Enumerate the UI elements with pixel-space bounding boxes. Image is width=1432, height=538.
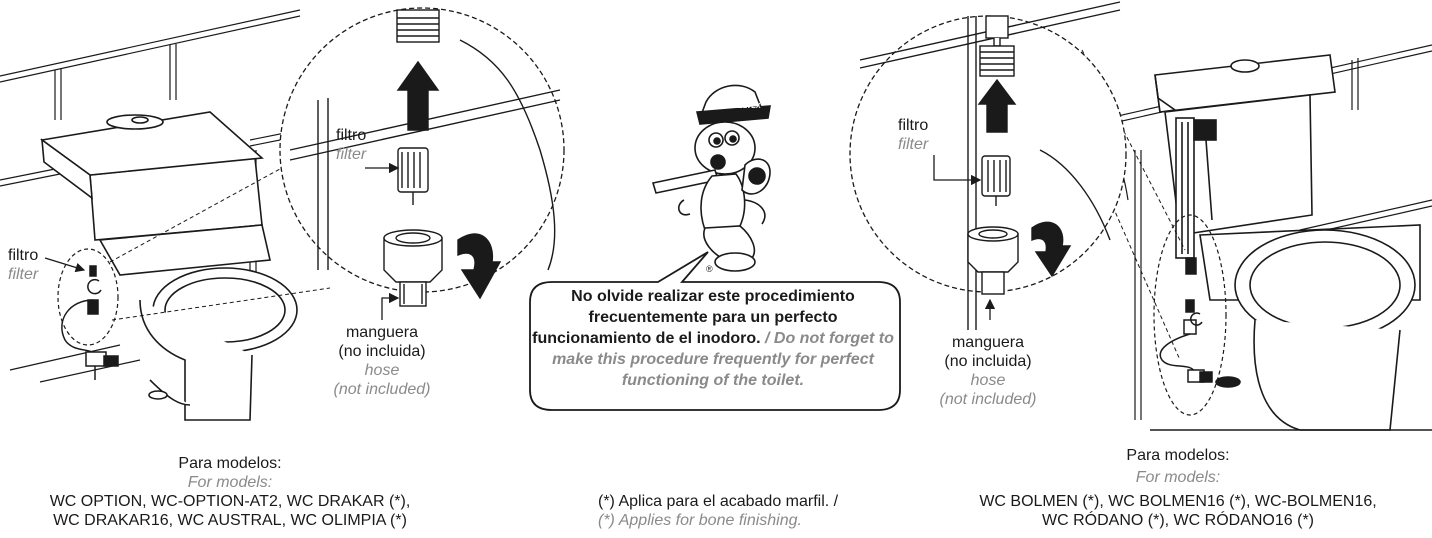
left-models-line-2: WC DRAKAR16, WC AUSTRAL, WC OLIMPIA (*) <box>53 512 407 529</box>
right-filter-pointer <box>933 155 982 186</box>
left-hose-label-es-1: manguera <box>345 324 419 341</box>
left-zoom-link-bottom <box>111 287 331 321</box>
right-models-line-2: WC RÓDANO (*), WC RÓDANO16 (*) <box>1042 512 1314 529</box>
left-zoom-link-top <box>109 157 301 263</box>
right-hose-label-es-2: (no incluida) <box>944 353 1032 370</box>
mascot-cap-label: HELVEX <box>733 103 761 110</box>
right-small-zoom-circle <box>1153 214 1227 416</box>
left-models-line-1: WC OPTION, WC-OPTION-AT2, WC DRAKAR (*), <box>49 493 411 510</box>
left-small-filter-label-en: filter <box>8 266 39 283</box>
finish-note-es: (*) Aplica para el acabado marfil. / <box>598 493 839 510</box>
callout-bubble <box>529 251 901 411</box>
left-zoom-filter-label-en: filter <box>336 146 367 163</box>
left-small-filter-label-es: filtro <box>8 247 39 264</box>
left-zoom-detail <box>289 9 561 307</box>
right-filter-label-en: filter <box>898 136 929 153</box>
left-small-zoom-circle <box>57 248 119 346</box>
right-filter-label-es: filtro <box>898 117 929 134</box>
registered-mark: ® <box>706 264 713 274</box>
left-hose-label-en-2: (not included) <box>333 381 431 398</box>
right-hose-label-en-2: (not included) <box>939 391 1037 408</box>
right-models-title-es: Para modelos: <box>1126 447 1230 464</box>
right-zoom-detail <box>859 1 1121 330</box>
callout-text-en: Do not forget to make this procedure fre… <box>552 330 894 389</box>
right-hose-label-es-1: manguera <box>951 334 1025 351</box>
finish-note-en: (*) Applies for bone finishing. <box>598 512 802 529</box>
callout-text-es: No olvide realizar este procedimiento fr… <box>532 288 855 347</box>
left-hose-label-es-2: (no incluida) <box>338 343 426 360</box>
helvex-mascot <box>651 84 771 272</box>
left-models-title-es: Para modelos: <box>178 455 282 472</box>
left-hose-pointer <box>381 292 400 320</box>
left-hose-label-en-1: hose <box>364 362 400 379</box>
right-toilet <box>1150 54 1432 431</box>
left-models-title-en: For models: <box>187 474 273 491</box>
callout-separator: / <box>760 330 774 347</box>
right-models-title-en: For models: <box>1135 469 1221 486</box>
left-supply-hose <box>61 265 119 380</box>
right-models-line-1: WC BOLMEN (*), WC BOLMEN16 (*), WC-BOLME… <box>979 493 1377 510</box>
left-small-filter-pointer <box>44 257 86 273</box>
right-hose-label-en-1: hose <box>970 372 1006 389</box>
right-zoom-link-bottom <box>1109 199 1181 361</box>
left-toilet <box>39 111 298 421</box>
left-zoom-filter-label-es: filtro <box>336 127 367 144</box>
right-supply-hose <box>1159 257 1213 383</box>
callout-text: No olvide realizar este procedimiento fr… <box>527 286 899 391</box>
